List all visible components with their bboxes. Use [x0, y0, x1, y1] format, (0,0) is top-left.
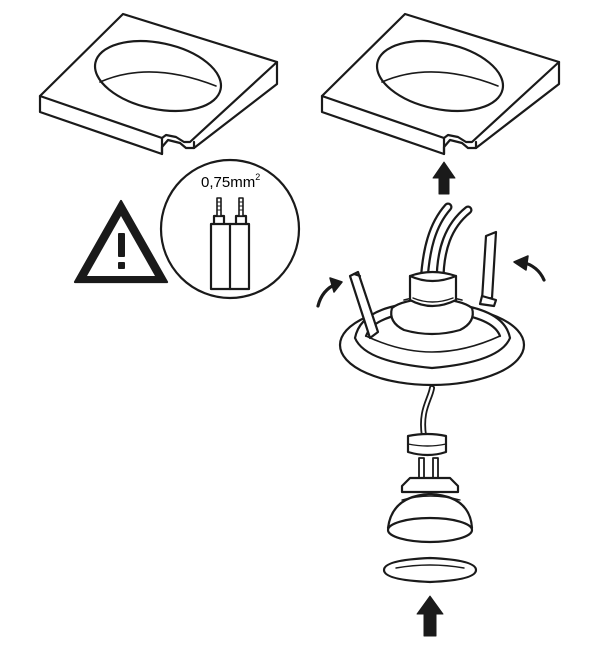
supply-wires	[419, 202, 473, 287]
square-trim-plate-right	[320, 12, 561, 156]
cable-detail-circle	[159, 158, 301, 300]
square-trim-plate-left	[38, 12, 279, 156]
up-arrow-icon	[432, 161, 456, 195]
led-lamp	[386, 457, 474, 544]
lamp-socket	[406, 432, 448, 457]
warning-triangle-icon	[73, 199, 169, 284]
up-arrow-icon-bottom	[416, 595, 444, 637]
curved-arrow-icon-right	[513, 255, 546, 282]
curved-arrow-icon	[316, 277, 343, 308]
wire-gauge-label: 0,75mm2	[201, 172, 260, 191]
socket-cable	[420, 385, 435, 439]
retaining-ring	[382, 556, 478, 584]
mounting-ring	[338, 230, 526, 387]
